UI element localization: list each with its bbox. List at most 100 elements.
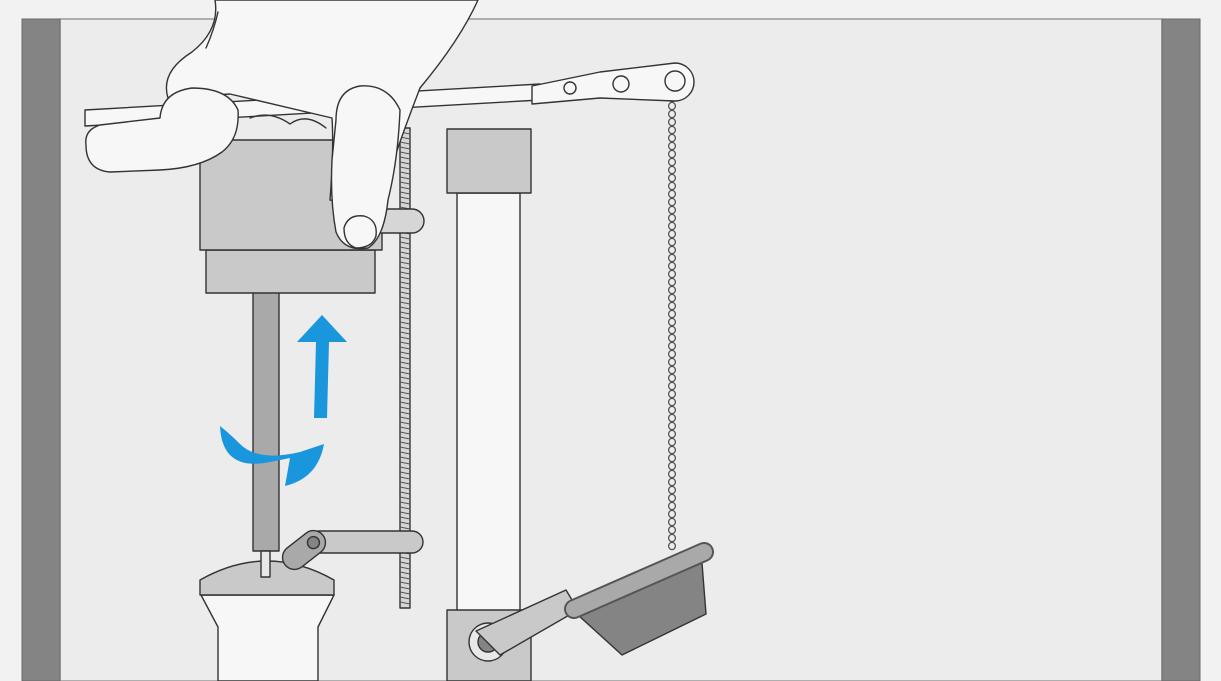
rod-thread (399, 521, 411, 525)
chain-link (667, 109, 677, 119)
chain-link (667, 325, 677, 335)
rod-thread (399, 311, 411, 315)
rod-thread (399, 456, 411, 460)
flapper (475, 542, 714, 656)
rod-thread (399, 371, 411, 375)
chain-link (667, 309, 677, 319)
lever-hole-1 (563, 81, 577, 95)
rod-thread (399, 471, 411, 475)
rod-thread (399, 436, 411, 440)
rod-thread (399, 581, 411, 585)
rod-thread (399, 561, 411, 565)
float-clip-top (375, 208, 425, 234)
chain-link (667, 333, 677, 343)
rod-thread (399, 331, 411, 335)
rod-thread (399, 446, 411, 450)
chain-link (667, 149, 677, 159)
index-finger (330, 85, 401, 250)
rod-thread (399, 451, 411, 455)
rod-thread (399, 501, 411, 505)
rod-thread (399, 411, 411, 415)
chain-link (667, 445, 677, 455)
thumb (85, 87, 239, 173)
rod-thread (399, 266, 411, 270)
arrow-up-icon (297, 315, 347, 418)
chain-link (667, 245, 677, 255)
chain-link (667, 421, 677, 431)
rod-thread (399, 181, 411, 185)
rod-thread (399, 466, 411, 470)
rod-thread (399, 476, 411, 480)
tank-wall-left (21, 18, 61, 681)
chain-link (667, 237, 677, 247)
rod-thread (399, 291, 411, 295)
rod-thread (399, 166, 411, 170)
chain-link (667, 397, 677, 407)
rod-thread (399, 441, 411, 445)
chain-link (667, 357, 677, 367)
chain-link (667, 453, 677, 463)
rod-thread (399, 326, 411, 330)
chain-link (667, 429, 677, 439)
chain-link (667, 165, 677, 175)
chain-link (667, 229, 677, 239)
rod-thread (399, 176, 411, 180)
rod-thread (399, 421, 411, 425)
chain-link (667, 501, 677, 511)
chain-link (667, 221, 677, 231)
rod-thread (399, 261, 411, 265)
chain-link (667, 389, 677, 399)
overflow-tube (446, 128, 532, 681)
rod-thread (399, 236, 411, 240)
chain-link (667, 493, 677, 503)
rod-thread (399, 271, 411, 275)
hand (85, 0, 479, 250)
rod-thread (399, 586, 411, 590)
fingernail (343, 215, 377, 249)
rod-thread (399, 241, 411, 245)
rod-thread (399, 486, 411, 490)
rod-thread (399, 171, 411, 175)
chain-link (667, 381, 677, 391)
rod-thread (399, 416, 411, 420)
rod-thread (399, 161, 411, 165)
chain-link (667, 517, 677, 527)
chain-link (667, 349, 677, 359)
chain-link (667, 117, 677, 127)
chain-link (667, 157, 677, 167)
chain-link (667, 317, 677, 327)
chain-link (667, 533, 677, 543)
chain-link (667, 461, 677, 471)
valve-stem-tip (260, 550, 271, 578)
chain-link (667, 405, 677, 415)
chain-link (667, 437, 677, 447)
rod-thread (399, 576, 411, 580)
rod-thread (399, 596, 411, 600)
rod-thread (399, 511, 411, 515)
rod-thread (399, 191, 411, 195)
rod-thread (399, 526, 411, 530)
chain-link (667, 269, 677, 279)
rod-thread (399, 296, 411, 300)
rod-thread (399, 406, 411, 410)
rod-thread (399, 401, 411, 405)
rod-thread (399, 301, 411, 305)
rod-thread (399, 566, 411, 570)
rod-thread (399, 196, 411, 200)
valve-stem (252, 290, 280, 552)
chain-link (667, 173, 677, 183)
chain-link (667, 141, 677, 151)
rod-thread (399, 491, 411, 495)
rod-thread (399, 601, 411, 605)
rod-thread (399, 201, 411, 205)
overflow-tube-cap (446, 128, 532, 194)
chain-link (667, 373, 677, 383)
float-cup-lower (205, 249, 376, 294)
knuckle-crease (249, 114, 327, 129)
chain-link (667, 485, 677, 495)
chain-link (667, 277, 677, 287)
fill-valve (199, 290, 335, 681)
rod-thread (399, 321, 411, 325)
rod-thread (399, 336, 411, 340)
